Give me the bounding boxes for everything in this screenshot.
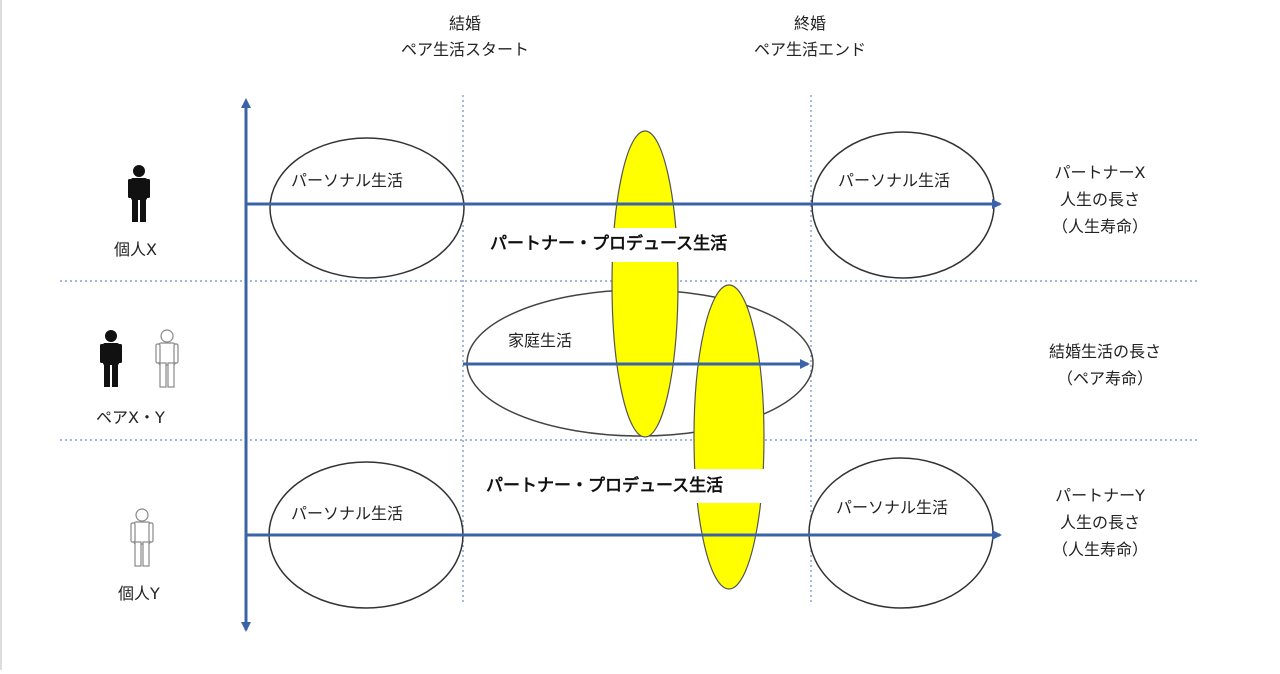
partner-produce-label-top: パートナー・プロデュース生活 — [490, 234, 728, 254]
personal-life-label-y-left: パーソナル生活 — [291, 504, 404, 523]
individual-y-label: 個人Y — [118, 584, 160, 603]
personal-life-label-x-right: パーソナル生活 — [838, 171, 951, 190]
marriage-subtitle: ペア生活スタート — [400, 40, 529, 59]
partner-x-life-span: （人生寿命） — [1051, 217, 1148, 236]
individual-x-label: 個人X — [114, 240, 157, 259]
person-outline-icon — [155, 329, 179, 388]
partner-y-title: パートナーY — [1055, 486, 1145, 505]
personal-life-label-y-right: パーソナル生活 — [836, 498, 949, 517]
personal-life-oval-x-left — [269, 137, 465, 279]
person-outline-icon — [130, 508, 154, 567]
partner-x-life-length: 人生の長さ — [1059, 190, 1140, 209]
personal-life-label-x-left: パーソナル生活 — [291, 171, 404, 190]
label-band-bottom — [470, 469, 800, 503]
family-life-label: 家庭生活 — [508, 331, 573, 350]
label-band-top — [470, 228, 800, 262]
partner-y-life-span: （人生寿命） — [1051, 540, 1148, 559]
partner-y-life-length: 人生の長さ — [1059, 513, 1140, 532]
marriage-length-label: 結婚生活の長さ — [1048, 342, 1161, 361]
pair-life-span-label: （ペア寿命） — [1056, 369, 1153, 388]
end-subtitle: ペア生活エンド — [753, 40, 866, 59]
pair-label: ペアX・Y — [96, 408, 165, 427]
person-filled-icon — [128, 165, 150, 222]
personal-life-oval-y-right — [808, 457, 994, 609]
partner-x-title: パートナーX — [1054, 163, 1146, 182]
partner-produce-label-bottom: パートナー・プロデュース生活 — [486, 476, 724, 496]
marriage-title: 結婚 — [448, 14, 481, 33]
partner-produce-highlight-x — [611, 130, 679, 438]
end-title: 終婚 — [793, 14, 826, 33]
partner-produce-highlight-y — [693, 284, 765, 590]
person-filled-icon — [100, 330, 122, 387]
